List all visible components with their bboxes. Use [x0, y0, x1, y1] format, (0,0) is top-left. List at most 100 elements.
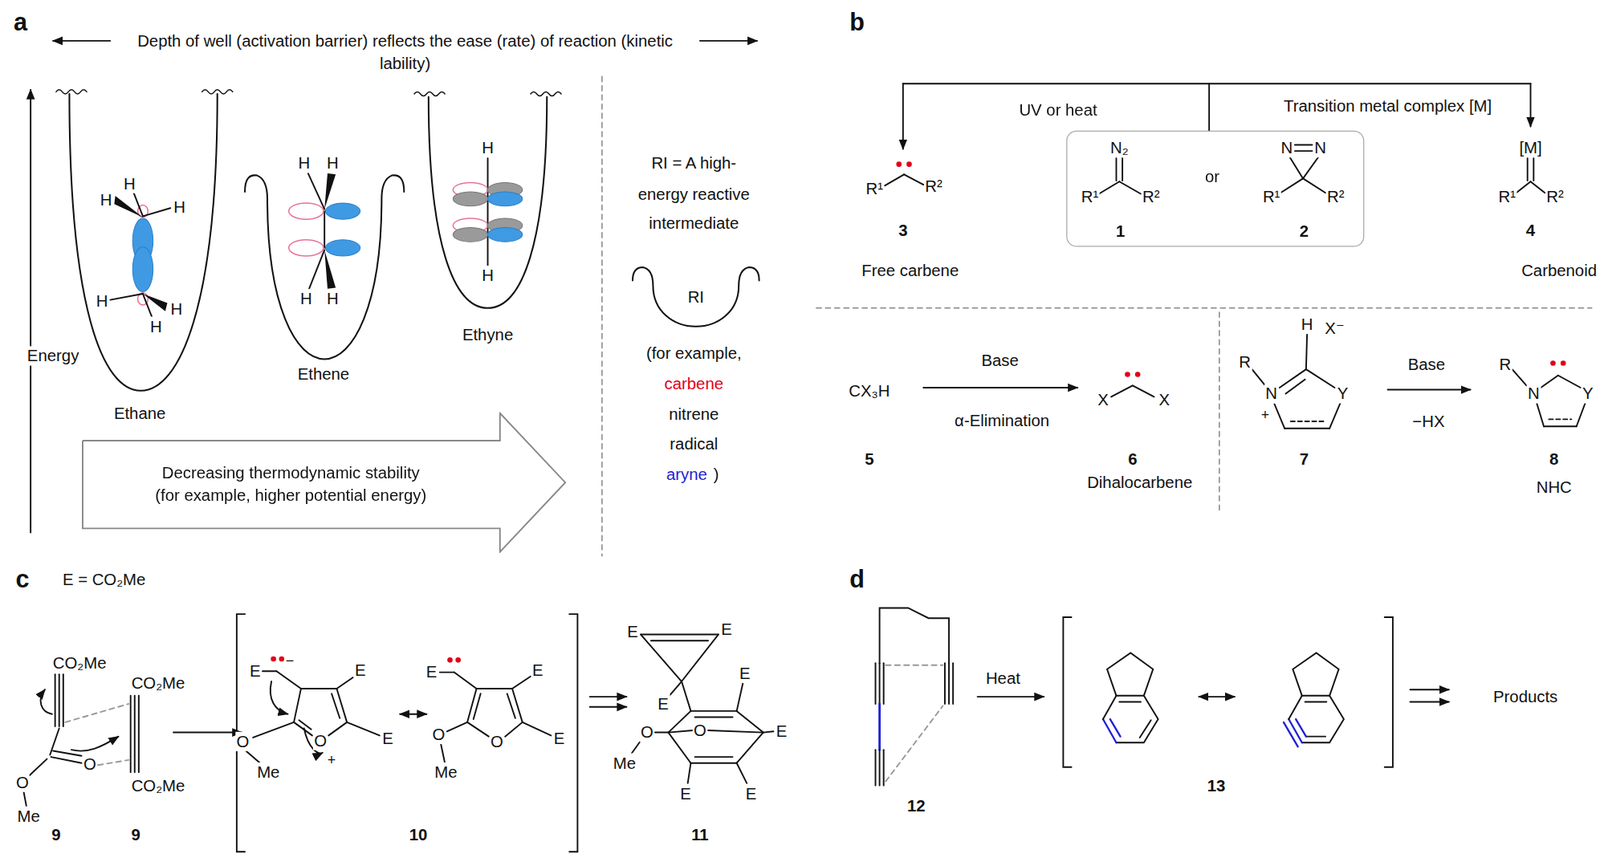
atom-label: R¹ [1079, 187, 1100, 207]
compound-number: 11 [690, 824, 710, 844]
arrow-outline [81, 411, 568, 553]
axis-label: Energy [26, 346, 81, 366]
atom-label: + [1260, 407, 1271, 424]
atom-label: − [284, 652, 295, 670]
atom-label: N₂ [1109, 138, 1130, 158]
condition-text: Base [1406, 354, 1446, 375]
atom-label: O [235, 732, 250, 752]
compound-number: 3 [897, 220, 909, 241]
compound-number: 10 [408, 824, 429, 844]
condition-text: α-Elimination [953, 410, 1051, 430]
atom-label: H [94, 291, 109, 311]
box-text: Decreasing thermodynamic stability (for … [151, 461, 430, 508]
atom-label: N [1264, 383, 1279, 404]
potential-well [244, 175, 404, 359]
atom-label: E [354, 660, 367, 680]
compound-name: Dihalocarbene [1086, 472, 1194, 493]
panel-letter: b [848, 8, 866, 38]
atom-label: H [149, 317, 163, 337]
atom-label: H [122, 174, 137, 194]
panel-letter: c [14, 565, 31, 595]
example-text: nitrene [667, 404, 721, 424]
atom-label: H [169, 299, 184, 319]
compound-number: 7 [1298, 449, 1310, 469]
product-text: Products [1492, 687, 1560, 707]
atom-label: O [489, 732, 505, 752]
atom-label: R¹ [1262, 187, 1282, 207]
compound-name: Carbenoid [1520, 260, 1598, 281]
atom-label: Me [256, 762, 281, 782]
header-arrow [700, 40, 758, 42]
atom-label: CO₂Me [52, 653, 108, 673]
atom-label: H [325, 289, 340, 309]
atom-label: R [1498, 354, 1512, 375]
atom-label: R² [1545, 187, 1565, 207]
atom-label: N [1313, 138, 1328, 158]
energy-axis [29, 89, 32, 534]
panel-letter: a [12, 8, 29, 38]
atom-label: R¹ [864, 179, 884, 199]
condition-text: −HX [1411, 411, 1446, 432]
atom-label: R² [1141, 187, 1161, 207]
compound-number: 9 [130, 824, 142, 844]
atom-label: R [1237, 352, 1252, 372]
atom-label: Me [16, 806, 41, 827]
atom-label: Y [1581, 383, 1595, 404]
example-text: (for example, [645, 343, 743, 363]
compound-number: 6 [1127, 449, 1139, 469]
definition-text: RI = A high-energy reactive intermediate [630, 148, 758, 240]
atom-label: H [297, 153, 311, 173]
atom-label: O [82, 754, 98, 774]
molecule-name: Ethene [296, 364, 351, 384]
atom-label: H [172, 197, 187, 217]
compound-number: 2 [1299, 219, 1309, 243]
potential-well [69, 93, 217, 391]
atom-label: E [656, 694, 670, 714]
example-text: aryne [665, 464, 709, 485]
atom-label: CX₃H [847, 381, 892, 401]
compound-number: 9 [50, 824, 62, 844]
compound-number: 5 [863, 449, 876, 469]
potential-well [632, 267, 760, 327]
atom-label: O [15, 773, 30, 793]
panel-letter: d [848, 565, 866, 595]
atom-label: H [299, 289, 314, 309]
compound-name: Free carbene [860, 260, 961, 281]
compound-number: 12 [906, 796, 927, 816]
example-text: carbene [663, 374, 725, 394]
atom-label: H [99, 190, 114, 210]
atom-label: E [248, 661, 262, 681]
example-text: radical [668, 434, 719, 454]
condition-text: Heat [985, 668, 1022, 689]
example-text: ) [712, 464, 721, 485]
atom-label: H [480, 265, 495, 285]
potential-well [428, 97, 547, 309]
atom-label: R¹ [1497, 187, 1517, 207]
atom-label: E [720, 619, 733, 640]
box-text: or [1205, 166, 1220, 189]
well-label: RI [686, 287, 705, 307]
atom-label: N [1279, 138, 1294, 158]
atom-label: H [325, 153, 340, 173]
condition-text: Base [980, 350, 1020, 370]
atom-label: E [552, 728, 566, 749]
abbreviation-note: E = CO₂Me [61, 569, 147, 590]
atom-label: O [431, 724, 446, 745]
atom-label: Y [1336, 383, 1350, 404]
atom-label: CO₂Me [130, 673, 186, 693]
atom-label: CO₂Me [130, 775, 186, 795]
compound-number: 1 [1115, 219, 1125, 243]
atom-label: E [738, 663, 752, 684]
atom-label: E [626, 622, 640, 642]
compound-number: 8 [1548, 449, 1560, 469]
condition-text: Transition metal complex [M] [1282, 96, 1494, 116]
atom-label: [M] [1518, 138, 1544, 158]
atom-label: X⁻ [1323, 318, 1346, 338]
atom-label: E [679, 784, 693, 804]
stability-arrow: Decreasing thermodynamic stability (for … [81, 411, 568, 553]
atom-label: R² [1326, 187, 1346, 207]
header-note: Depth of well (activation barrier) refle… [123, 29, 688, 74]
atom-label: E [531, 660, 545, 680]
atom-label: E [744, 784, 758, 804]
atom-label: + [326, 751, 338, 769]
